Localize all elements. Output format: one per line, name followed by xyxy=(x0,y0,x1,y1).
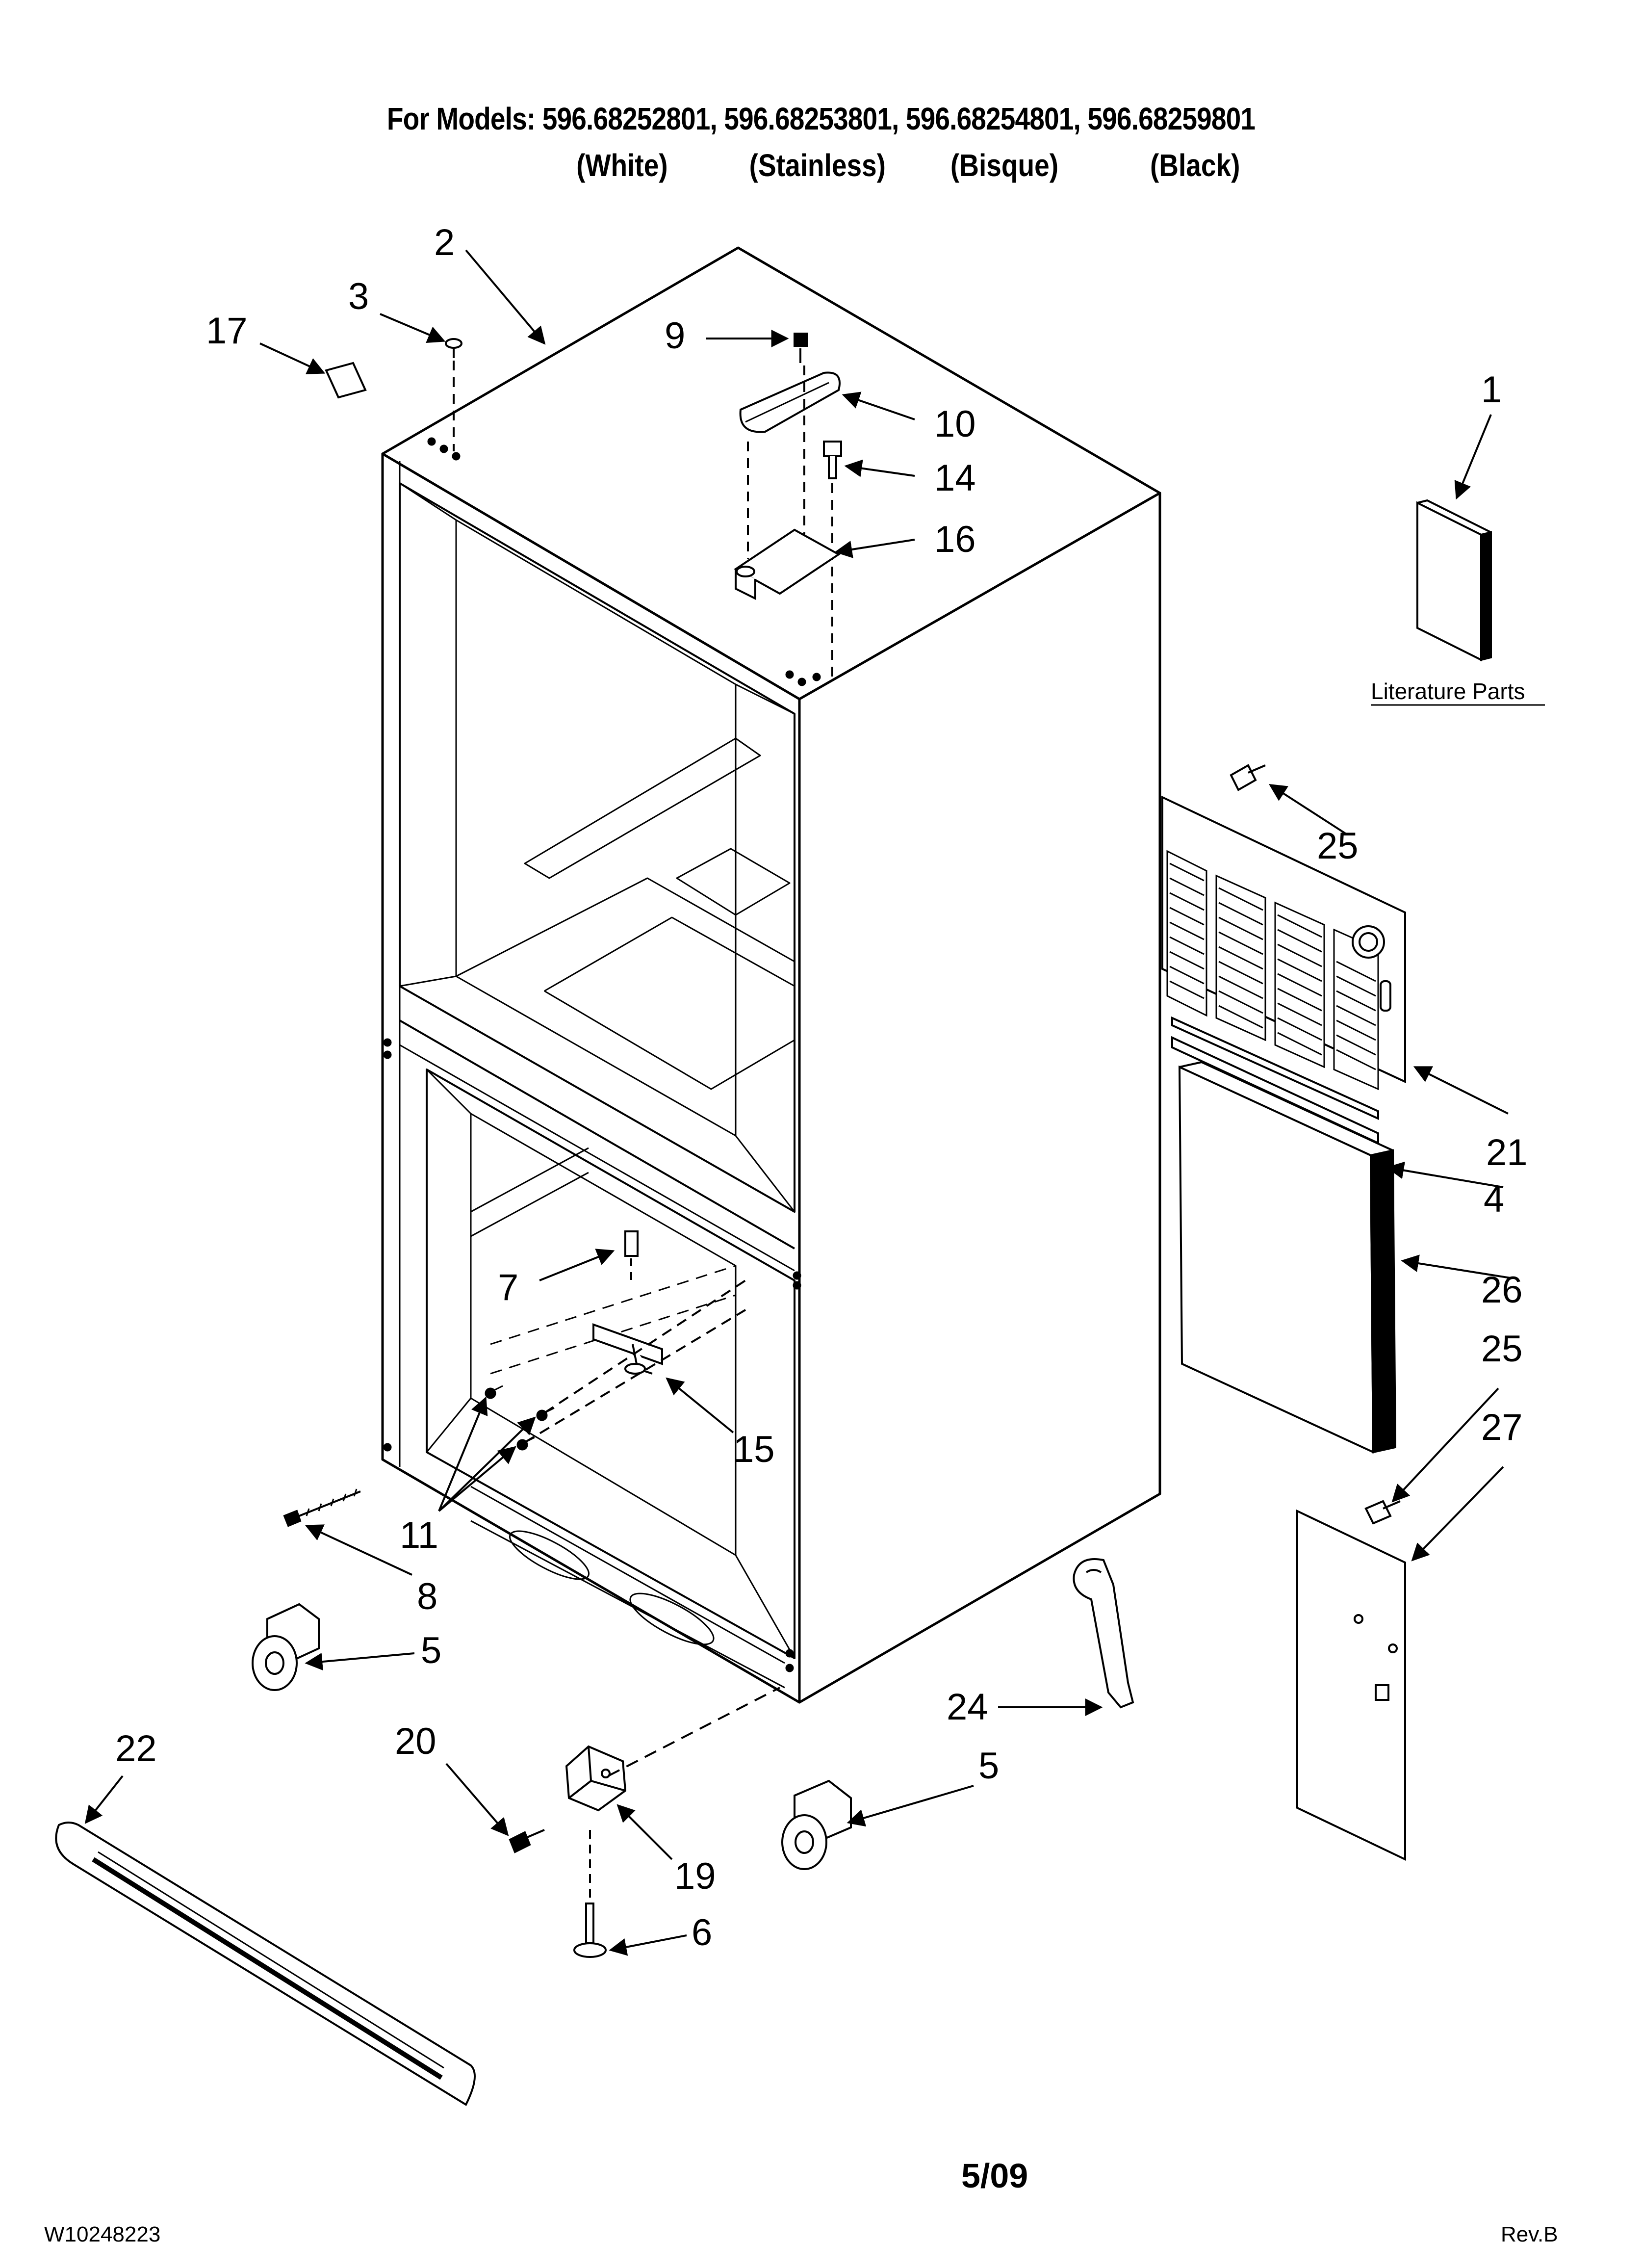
toe-grille-22 xyxy=(55,1822,476,2106)
callout-1: 1 xyxy=(1481,369,1502,411)
hinge-16 xyxy=(734,528,841,600)
screw-25-upper xyxy=(1230,764,1266,791)
screw-25-lower xyxy=(1364,1500,1401,1525)
document-number: W10248223 xyxy=(44,2222,161,2246)
refrigerator-cabinet xyxy=(381,246,1161,1704)
callout-7: 7 xyxy=(498,1267,518,1308)
callout-26: 26 xyxy=(1481,1269,1523,1311)
screw-9 xyxy=(794,333,808,363)
screw-20 xyxy=(509,1829,545,1853)
callout-leaders xyxy=(84,249,1511,1956)
callout-6: 6 xyxy=(692,1912,712,1954)
callout-19: 19 xyxy=(674,1855,716,1897)
color-black-label: (Black) xyxy=(1150,148,1240,183)
access-panel-21 xyxy=(1161,795,1406,1091)
callout-2: 2 xyxy=(434,222,455,263)
color-stainless-label: (Stainless) xyxy=(749,148,886,183)
callout-21: 21 xyxy=(1486,1132,1528,1173)
callout-9: 9 xyxy=(665,315,685,357)
callout-4: 4 xyxy=(1484,1178,1504,1220)
callout-14: 14 xyxy=(934,457,976,499)
callout-8: 8 xyxy=(417,1576,437,1617)
diagram-header: For Models: 596.68252801, 596.68253801, … xyxy=(0,101,1642,137)
callout-numbers: 1 2 3 4 5 5 6 7 8 9 10 11 14 15 16 17 19… xyxy=(115,222,1528,1954)
callout-25-upper: 25 xyxy=(1317,825,1359,867)
literature-parts-label: Literature Parts xyxy=(1371,678,1525,704)
vent-louvers xyxy=(1169,862,1376,1070)
callout-17: 17 xyxy=(206,310,248,352)
caster-5-left xyxy=(252,1603,320,1691)
callout-11: 11 xyxy=(400,1514,438,1556)
revision-label: Rev.B xyxy=(1501,2222,1558,2246)
callout-10: 10 xyxy=(934,403,976,445)
hinge-bracket-19 xyxy=(565,1745,627,1812)
insulation-26 xyxy=(1178,1061,1397,1454)
color-bisque-label: (Bisque) xyxy=(950,148,1059,183)
caster-5-right xyxy=(781,1779,852,1870)
callout-20: 20 xyxy=(395,1721,436,1762)
callout-27: 27 xyxy=(1481,1407,1523,1448)
bracket-15 xyxy=(592,1323,663,1375)
panel-27 xyxy=(1296,1509,1406,1861)
leveling-leg-6 xyxy=(573,1830,607,1958)
callout-15: 15 xyxy=(733,1429,775,1470)
callout-25-lower: 25 xyxy=(1481,1328,1523,1370)
literature-booklet-1 xyxy=(1416,499,1492,662)
screw-8 xyxy=(283,1488,361,1527)
screw-14 xyxy=(823,441,842,682)
callout-5-right: 5 xyxy=(978,1745,999,1787)
callout-16: 16 xyxy=(934,519,976,560)
revision-date: 5/09 xyxy=(961,2157,1028,2195)
callout-22: 22 xyxy=(115,1728,157,1770)
screw-3 xyxy=(445,338,462,451)
stud-7 xyxy=(624,1230,639,1280)
models-title: For Models: 596.68252801, 596.68253801, … xyxy=(386,101,1256,136)
tape-17 xyxy=(325,362,367,399)
callout-3: 3 xyxy=(348,276,369,317)
callout-5-left: 5 xyxy=(421,1630,441,1671)
color-white-label: (White) xyxy=(576,148,668,183)
wrench-24 xyxy=(1073,1558,1134,1709)
callout-24: 24 xyxy=(947,1686,988,1728)
hinge-cover-10 xyxy=(739,371,841,433)
